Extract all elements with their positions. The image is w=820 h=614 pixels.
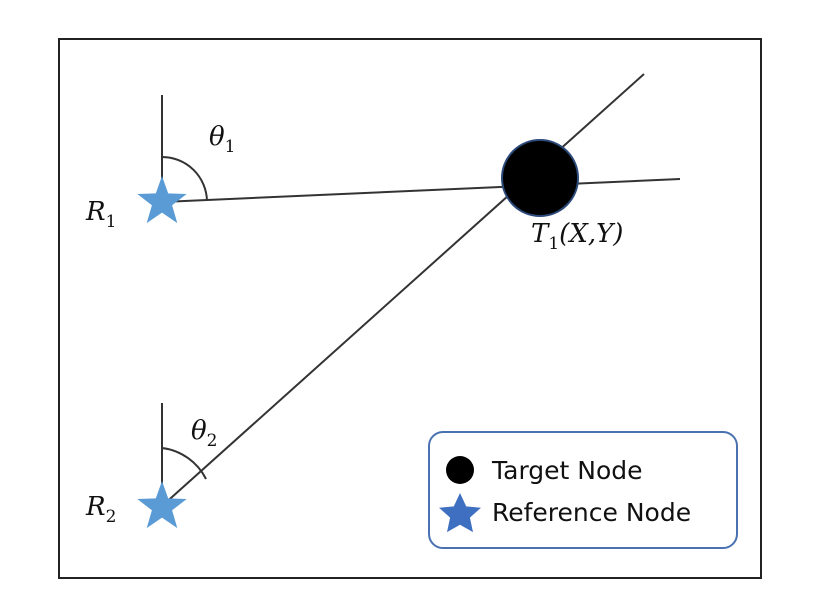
- r1-bearing-line: [161, 178, 681, 203]
- reference-node-r1-star-icon: [137, 176, 187, 224]
- theta1-arc: [161, 156, 208, 202]
- target-node-circle-icon: [501, 139, 579, 217]
- r1-label: R1: [85, 197, 116, 232]
- legend-target-circle-icon: [446, 456, 474, 484]
- legend-reference-star-icon: [439, 493, 481, 533]
- theta2-label: θ2: [191, 416, 217, 451]
- legend-box: [428, 431, 738, 549]
- legend-target-label: Target Node: [491, 456, 643, 485]
- reference-node-r2-star-icon: [137, 481, 187, 529]
- r2-label: R2: [85, 492, 116, 527]
- r2-bearing-line: [161, 73, 645, 507]
- legend: Target Node Reference Node: [428, 431, 738, 549]
- theta1-label: θ1: [209, 122, 235, 157]
- target-node-label: T1(X,Y): [531, 219, 623, 254]
- theta2-arc: [161, 447, 207, 480]
- legend-reference-label: Reference Node: [492, 498, 691, 527]
